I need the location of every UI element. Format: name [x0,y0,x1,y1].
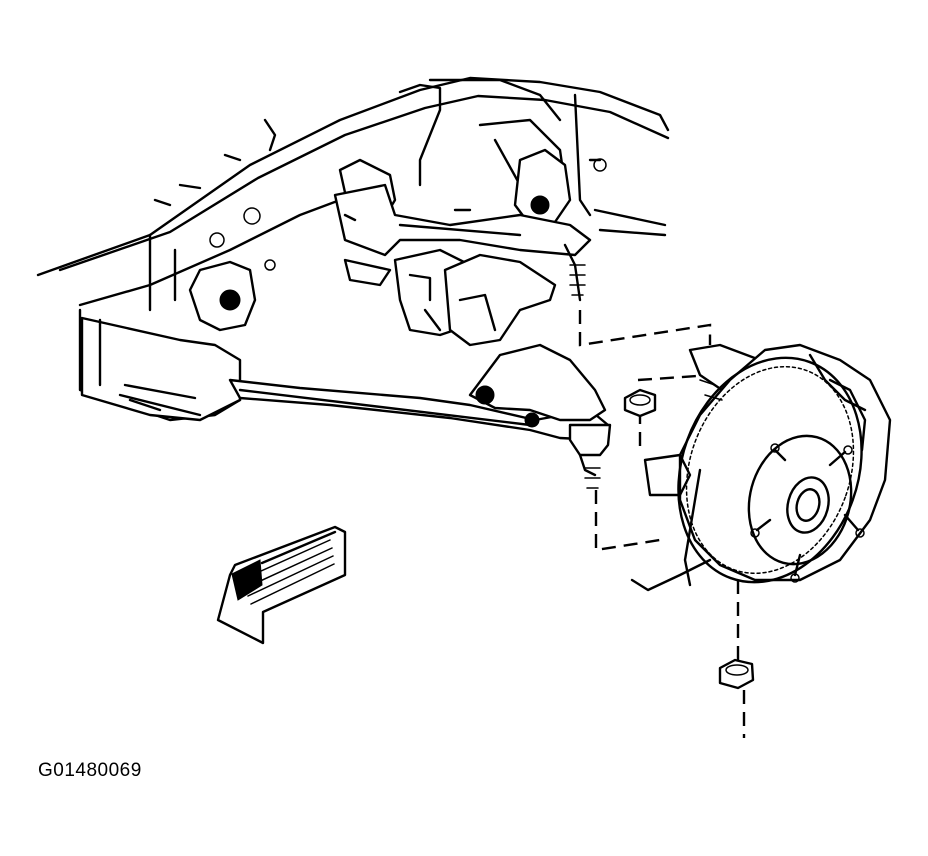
figure-code: G01480069 [38,760,142,781]
frame-rail [36,76,670,422]
fastener-nuts [623,388,755,690]
knuckle-rotor-assembly [630,343,892,592]
direction-arrow-icon [216,525,347,645]
frame-bracket [338,78,667,237]
upper-control-arm [333,183,592,302]
lower-control-arm [228,248,612,489]
